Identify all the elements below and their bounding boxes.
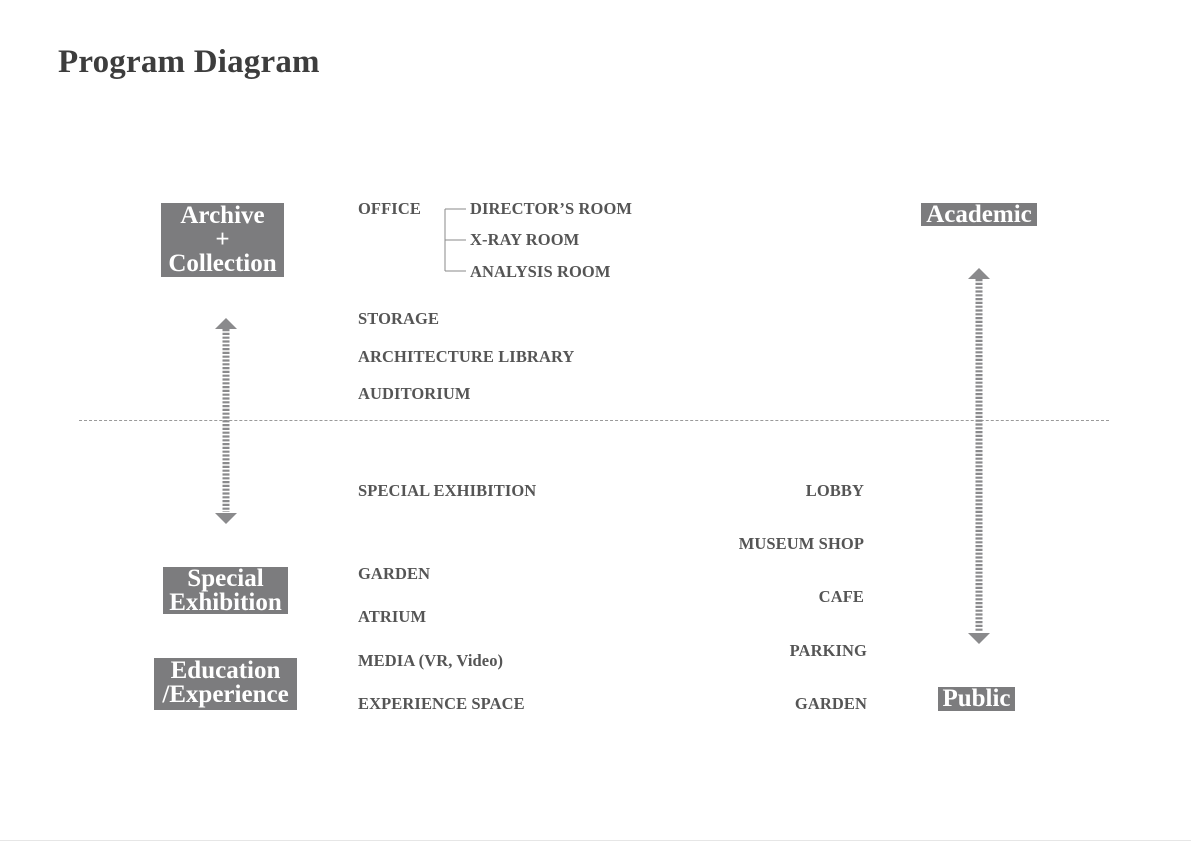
atrium-label: ATRIUM (358, 607, 427, 626)
museum-shop-label: MUSEUM SHOP (738, 534, 864, 553)
auditorium-label: AUDITORIUM (358, 384, 471, 403)
special-exhibition-box: Special Exhibition (163, 565, 288, 616)
experience-space-label: EXPERIENCE SPACE (358, 694, 525, 713)
garden-label-left: GARDEN (358, 564, 431, 583)
special-exhibition-label: SPECIAL EXHIBITION (358, 481, 537, 500)
public-box-line: Public (942, 685, 1011, 712)
archive-special-arrow (215, 318, 237, 524)
special-box-line: Special (187, 565, 264, 592)
education-box-line: /Experience (162, 681, 289, 708)
media-label: MEDIA (VR, Video) (358, 651, 504, 670)
archive-box-line: Collection (168, 250, 277, 277)
xray-room-label: X-RAY ROOM (470, 230, 580, 249)
office-bracket (444, 208, 466, 272)
special-box-line: Exhibition (169, 589, 282, 616)
archive-box-line: + (215, 226, 230, 253)
academic-box-line: Academic (926, 201, 1032, 228)
education-experience-box: Education /Experience (154, 658, 297, 710)
directors-room-label: DIRECTOR’S ROOM (470, 199, 633, 218)
parking-label: PARKING (789, 641, 867, 660)
architecture-library-label: ARCHITECTURE LIBRARY (358, 347, 575, 366)
cafe-label: CAFE (818, 587, 864, 606)
lobby-label: LOBBY (805, 481, 864, 500)
analysis-room-label: ANALYSIS ROOM (470, 262, 611, 281)
garden-label-right: GARDEN (794, 694, 867, 713)
archive-collection-box: Archive + Collection (161, 203, 284, 277)
page-title: Program Diagram (58, 44, 320, 80)
academic-public-divider (79, 420, 1109, 421)
education-box-line: Education (170, 657, 281, 684)
public-box: Public (938, 685, 1015, 712)
storage-label: STORAGE (358, 309, 440, 328)
academic-box: Academic (921, 201, 1037, 228)
footer-rule (0, 840, 1191, 841)
academic-public-arrow (968, 268, 990, 644)
office-label: OFFICE (358, 199, 421, 218)
archive-box-line: Archive (180, 202, 265, 229)
